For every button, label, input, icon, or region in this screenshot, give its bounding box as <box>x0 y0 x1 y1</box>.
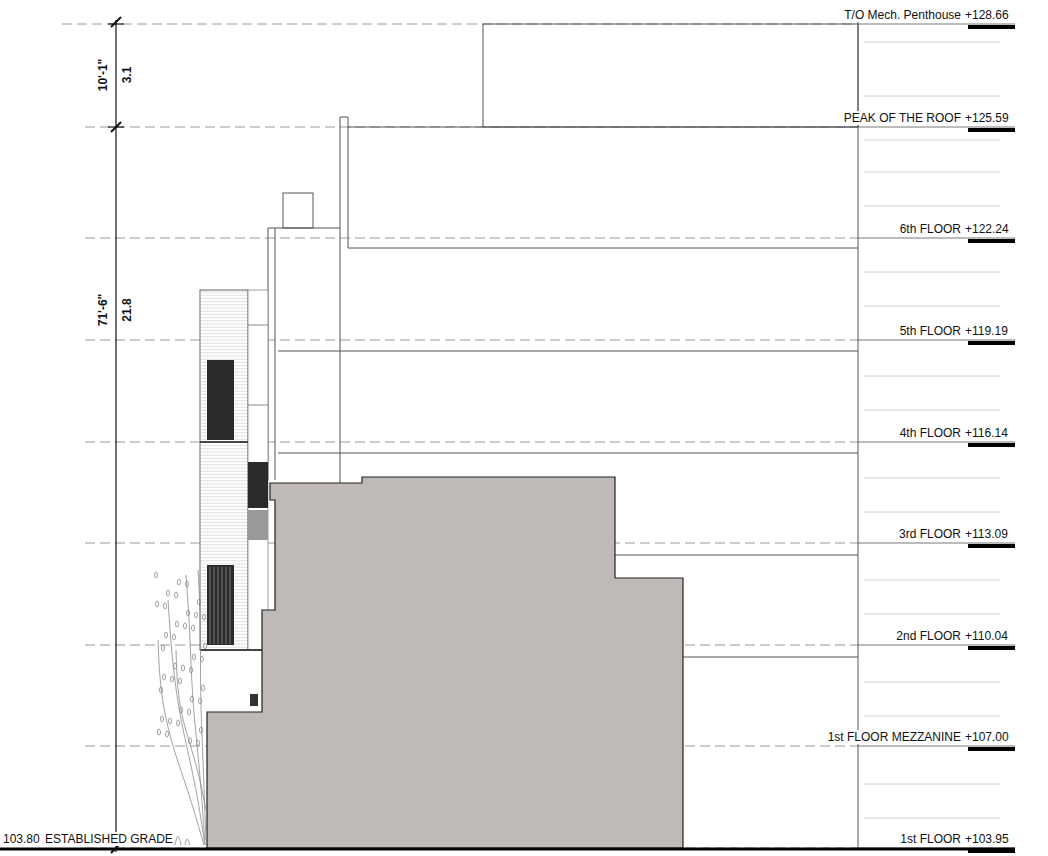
grade-label: ESTABLISHED GRADE <box>44 832 174 846</box>
level-underline <box>858 238 1015 239</box>
level-name: PEAK OF THE ROOF <box>843 111 962 125</box>
elevation-bar <box>968 849 1015 853</box>
reference-line <box>864 410 1000 411</box>
level-elevation: +125.59 <box>964 111 1010 125</box>
elevation-bar <box>968 128 1015 132</box>
level-name: 6th FLOOR <box>899 222 962 236</box>
level-underline <box>858 340 1015 341</box>
tree-sketch <box>155 570 207 845</box>
dimension-text: 10'-1" <box>96 58 110 93</box>
level-underline <box>858 24 1015 25</box>
reference-line <box>864 614 1000 615</box>
dimension-text: 21.8 <box>120 297 134 322</box>
elevation-bar <box>968 443 1015 447</box>
dimension-text: 71'-6" <box>96 293 110 328</box>
reference-line <box>864 206 1000 207</box>
level-name: 2nd FLOOR <box>895 629 962 643</box>
reference-line <box>864 784 1000 785</box>
level-underline <box>858 442 1015 443</box>
level-elevation: +122.24 <box>964 222 1010 236</box>
level-underline <box>858 746 1015 747</box>
level-name: 3rd FLOOR <box>898 527 962 541</box>
elevation-bar <box>968 25 1015 29</box>
dimension-line <box>108 17 124 853</box>
level-underline <box>858 645 1015 646</box>
elevation-bar <box>968 544 1015 548</box>
reference-line <box>864 512 1000 513</box>
grade-label: 103.80 <box>2 832 41 846</box>
level-name: 4th FLOOR <box>899 426 962 440</box>
elevation-bar <box>968 646 1015 650</box>
elevation-bar <box>968 747 1015 751</box>
reference-line <box>864 140 1000 141</box>
elevation-bar <box>968 239 1015 243</box>
level-line <box>85 442 858 443</box>
level-line <box>85 127 858 128</box>
level-lines <box>62 24 1015 848</box>
facade-strip <box>200 290 268 706</box>
level-elevation: +119.19 <box>964 324 1009 338</box>
level-elevation: +128.66 <box>964 8 1010 22</box>
reference-line <box>864 272 1000 273</box>
existing-building <box>207 477 683 848</box>
reference-line <box>864 818 1000 819</box>
reference-line <box>864 478 1000 479</box>
level-elevation: +107.00 <box>964 730 1010 744</box>
level-line <box>85 238 858 239</box>
level-name: 5th FLOOR <box>899 324 962 338</box>
ground-line <box>0 848 1015 851</box>
level-elevation: +110.04 <box>964 629 1009 643</box>
reference-line <box>864 376 1000 377</box>
level-name: T/O Mech. Penthouse <box>843 8 962 22</box>
level-name: 1st FLOOR MEZZANINE <box>827 730 962 744</box>
reference-line <box>864 716 1000 717</box>
reference-line <box>864 42 1000 43</box>
level-underline <box>858 543 1015 544</box>
level-elevation: +116.14 <box>964 426 1009 440</box>
elevation-bar <box>968 341 1015 345</box>
level-elevation: +103.95 <box>964 832 1010 846</box>
reference-line <box>864 172 1000 173</box>
reference-line <box>864 580 1000 581</box>
level-name: 1st FLOOR <box>899 832 962 846</box>
reference-line <box>864 682 1000 683</box>
dimension-text: 3.1 <box>120 66 134 85</box>
reference-line <box>864 96 1000 97</box>
reference-line <box>864 306 1000 307</box>
level-underline <box>858 127 1015 128</box>
level-elevation: +113.09 <box>964 527 1009 541</box>
